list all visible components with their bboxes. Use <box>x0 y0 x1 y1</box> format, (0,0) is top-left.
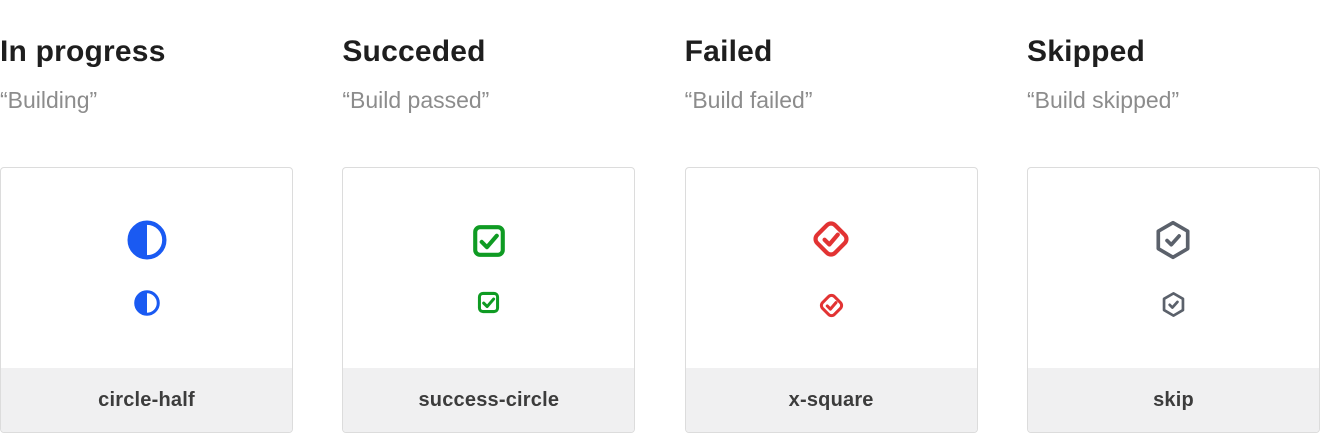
status-quote: “Building” <box>0 87 98 113</box>
status-title: Skipped <box>1026 35 1146 68</box>
check-diamond-icon-large <box>813 220 849 257</box>
icon-preview-area <box>1 168 292 368</box>
status-title: In progress <box>0 35 166 68</box>
icon-card: circle-half <box>0 167 293 433</box>
status-column-failed: Failed “Build failed” x-square <box>684 0 978 436</box>
icon-card: success-circle <box>342 167 636 433</box>
status-quote: “Build passed” <box>342 87 490 113</box>
icon-name-footer: circle-half <box>1 368 292 432</box>
check-diamond-icon-small <box>819 293 843 317</box>
status-column-succeded: Succeded “Build passed” success-circle <box>342 0 636 436</box>
icon-preview-area <box>343 168 634 368</box>
status-quote: “Build skipped” <box>1026 87 1180 113</box>
circle-half-icon-small <box>133 290 160 316</box>
status-title: Failed <box>684 35 773 68</box>
circle-half-icon-large <box>127 220 166 260</box>
icon-preview-area <box>686 168 977 368</box>
check-square-icon-large <box>472 224 505 257</box>
icon-name-label: success-circle <box>418 388 560 411</box>
check-hexagon-icon-large <box>1156 220 1191 259</box>
icon-card: skip <box>1026 167 1320 433</box>
status-quote: “Build failed” <box>684 87 813 113</box>
icon-name-footer: x-square <box>685 368 977 432</box>
icon-card: x-square <box>684 167 978 433</box>
check-hexagon-icon-small <box>1162 291 1185 317</box>
icon-preview-area <box>1028 168 1319 368</box>
icon-name-footer: skip <box>1027 368 1319 432</box>
check-square-icon-small <box>478 291 500 313</box>
icon-name-label: x-square <box>788 388 874 411</box>
icon-name-label: skip <box>1153 388 1194 411</box>
status-column-skipped: Skipped “Build skipped” skip <box>1026 0 1320 436</box>
status-column-in-progress: In progress “Building” circle-half <box>0 0 293 436</box>
icon-name-footer: success-circle <box>343 368 635 432</box>
icon-name-label: circle-half <box>98 388 195 411</box>
status-title: Succeded <box>342 35 486 68</box>
